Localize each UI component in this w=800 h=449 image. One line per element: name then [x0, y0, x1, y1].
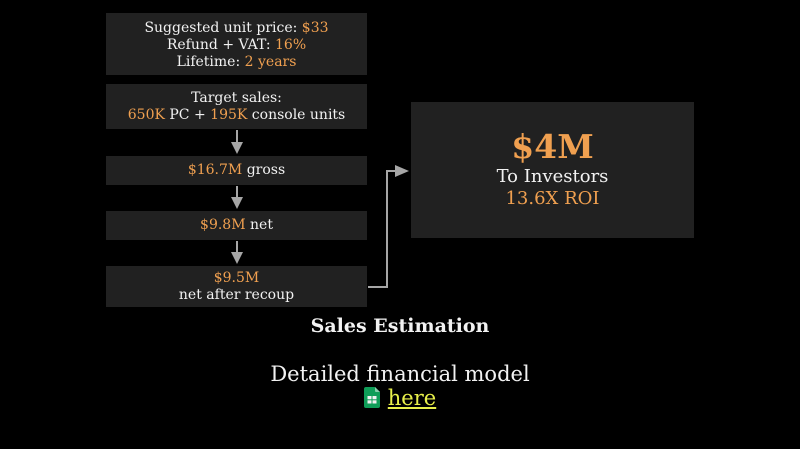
financial-model-link-row: here	[0, 386, 800, 410]
net-revenue-line: $9.8M net	[106, 217, 367, 234]
arrow-net-to-recoup	[231, 241, 243, 264]
refund-vat-label: Refund + VAT:	[166, 37, 276, 53]
diagram-title: Sales Estimation	[310, 315, 490, 337]
pricing-assumptions-box: Suggested unit price: $33 Refund + VAT: …	[106, 13, 367, 75]
arrow-gross-to-net	[231, 186, 243, 209]
net-after-recoup-box: $9.5M net after recoup	[106, 266, 367, 307]
arrow-recoup-to-investors	[368, 165, 409, 288]
refund-vat-line: Refund + VAT: 16%	[106, 37, 367, 54]
arrow-target-to-gross	[231, 130, 243, 154]
financial-model-link[interactable]: here	[387, 386, 437, 410]
refund-vat-value: 16%	[275, 37, 307, 53]
gross-revenue-value: $16.7M	[187, 162, 243, 178]
pc-units-value: 650K	[127, 107, 165, 123]
target-sales-box: Target sales: 650K PC + 195K console uni…	[106, 84, 367, 129]
net-after-recoup-text: net after recoup	[178, 287, 295, 303]
pc-units-text: PC +	[164, 107, 211, 123]
console-units-value: 195K	[210, 107, 248, 123]
investors-return-box: $4M To Investors 13.6X ROI	[411, 102, 694, 238]
investors-amount: $4M	[511, 127, 594, 166]
net-revenue-box: $9.8M net	[106, 211, 367, 240]
gross-revenue-line: $16.7M gross	[106, 162, 367, 179]
console-units-text: console units	[247, 107, 346, 123]
lifetime-label: Lifetime:	[176, 54, 245, 70]
target-sales-title: Target sales:	[191, 90, 282, 106]
gross-revenue-box: $16.7M gross	[106, 156, 367, 185]
lifetime-value: 2 years	[244, 54, 297, 70]
financial-model-text: Detailed financial model	[270, 362, 530, 386]
gross-revenue-text: gross	[242, 162, 286, 178]
net-after-recoup-value: $9.5M	[213, 270, 260, 286]
unit-price-label: Suggested unit price:	[144, 20, 302, 36]
google-sheets-icon[interactable]	[363, 387, 380, 408]
unit-price-value: $33	[301, 20, 329, 36]
investors-roi: 13.6X ROI	[505, 188, 600, 209]
lifetime-line: Lifetime: 2 years	[106, 54, 367, 71]
unit-price-line: Suggested unit price: $33	[106, 20, 367, 37]
target-sales-units: 650K PC + 195K console units	[106, 107, 367, 124]
investors-label: To Investors	[496, 166, 609, 187]
net-revenue-text: net	[245, 217, 273, 233]
net-revenue-value: $9.8M	[200, 217, 246, 233]
